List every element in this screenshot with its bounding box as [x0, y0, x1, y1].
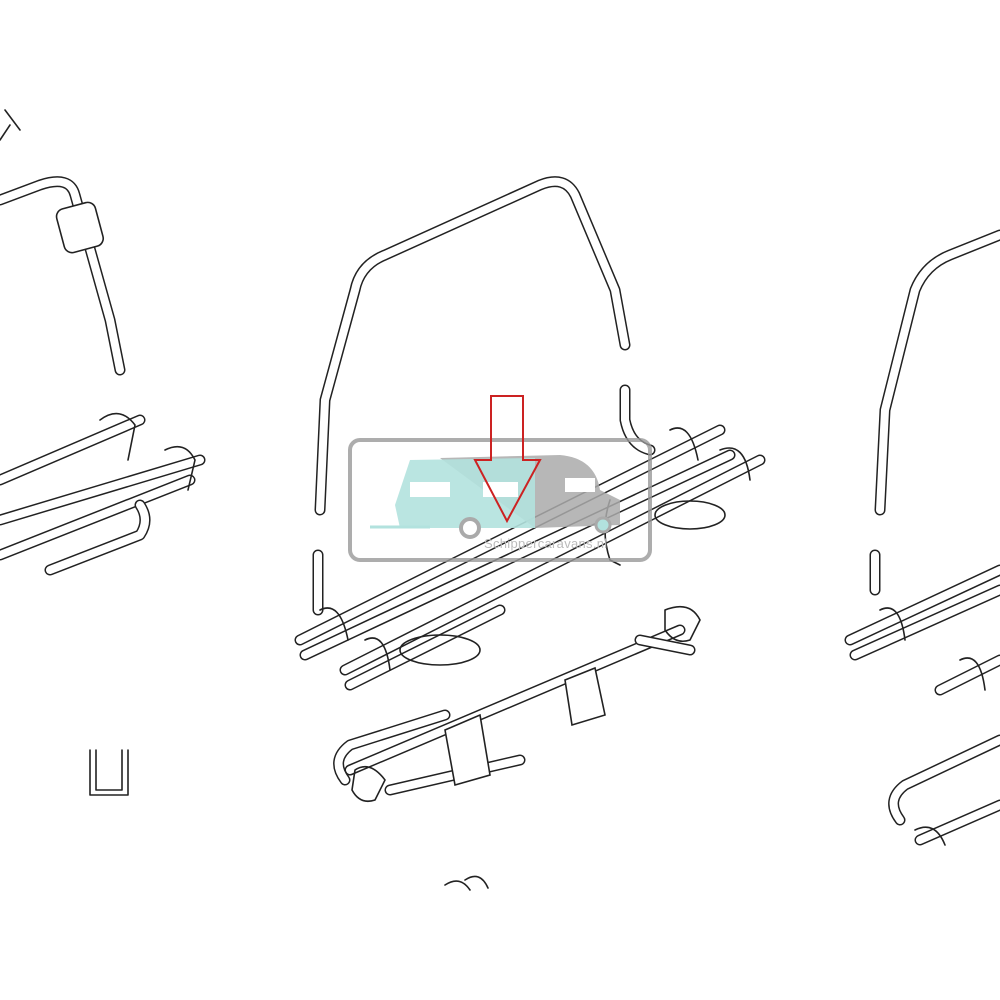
left-assembly	[0, 109, 206, 796]
center-hoop	[312, 176, 656, 616]
watermark-text: Schippercaravans.nl	[484, 536, 608, 551]
highlight-arrow	[473, 395, 542, 524]
center-rails	[294, 424, 766, 691]
watermark-logo	[348, 438, 652, 562]
right-assembly	[844, 229, 1000, 846]
center-base	[333, 605, 701, 891]
